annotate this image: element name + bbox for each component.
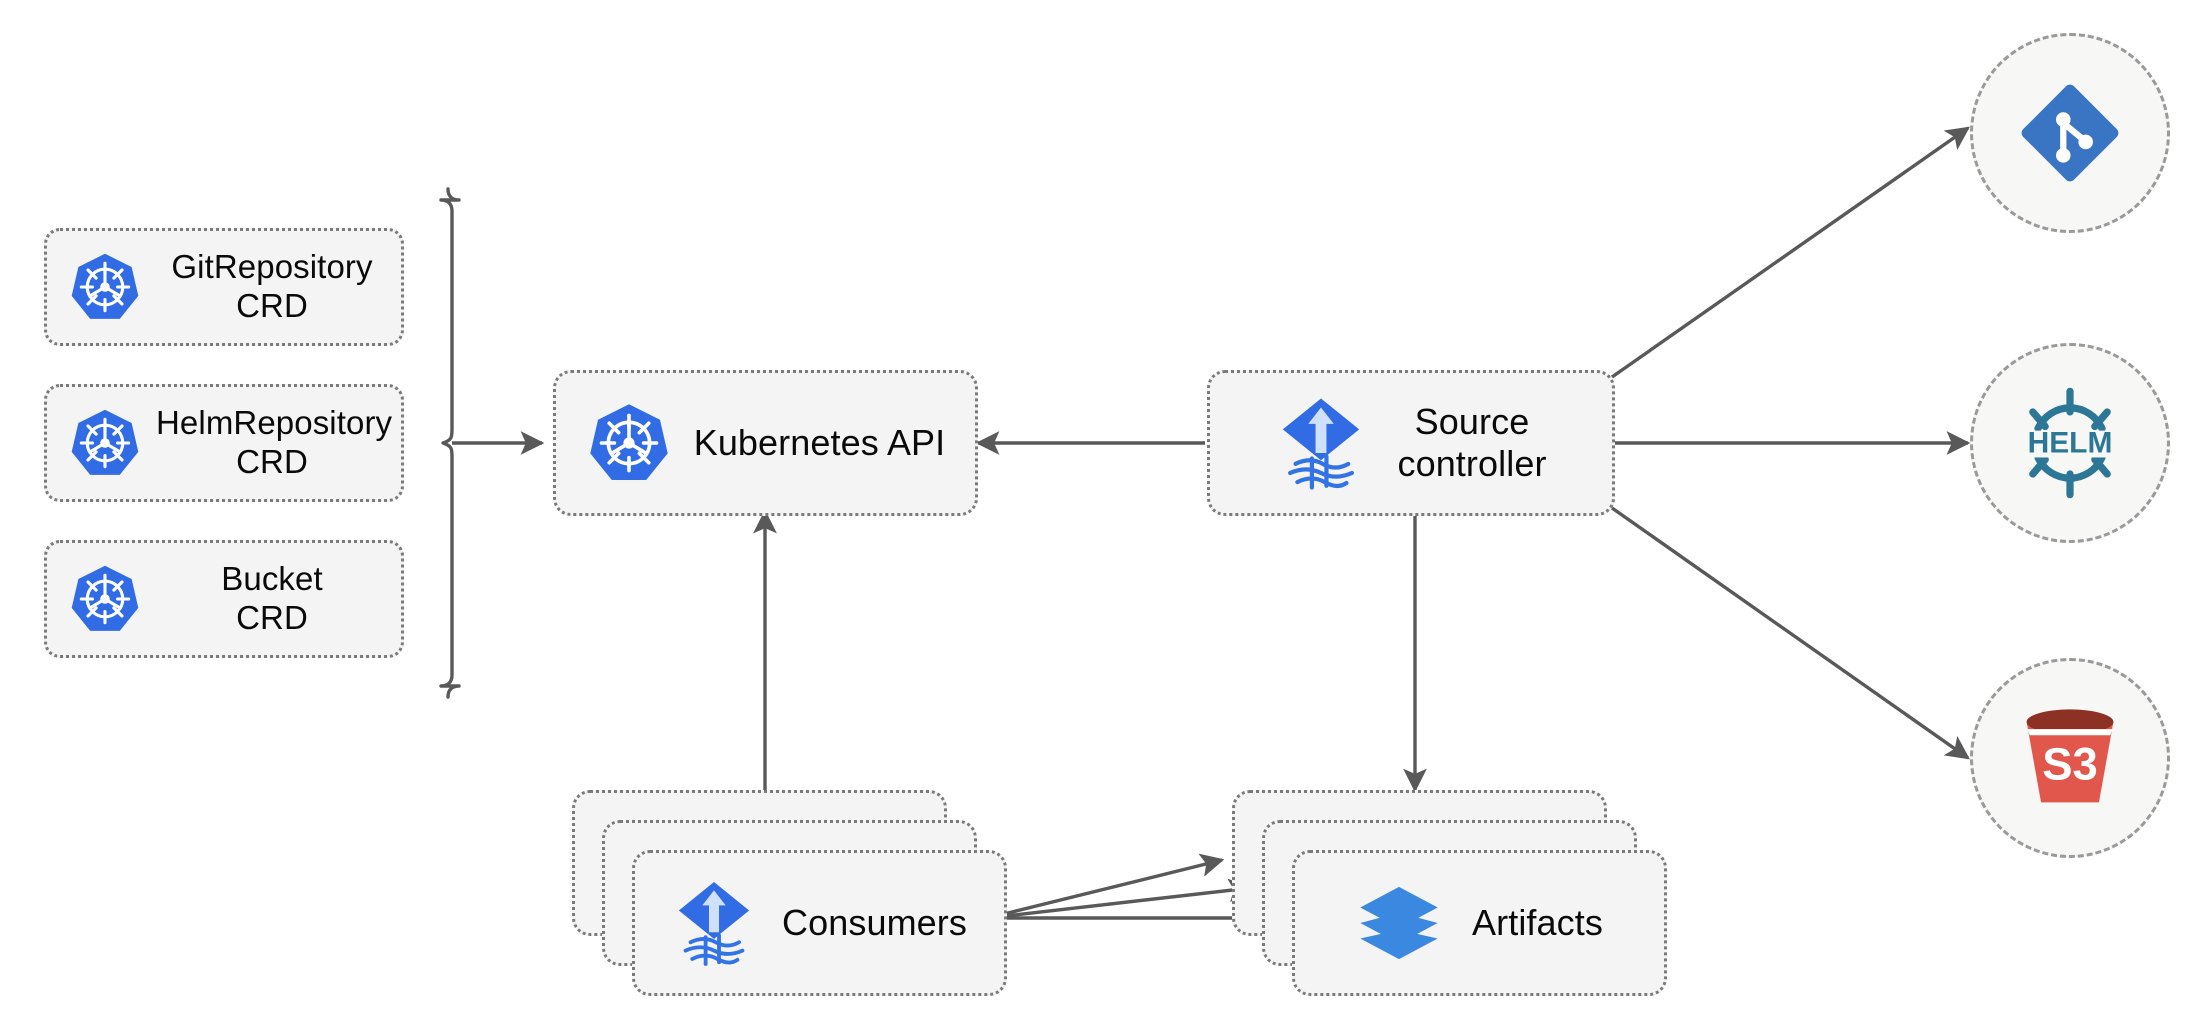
flux-icon [1275,393,1367,493]
helm-icon: HELM [2008,381,2132,505]
crd-label: Bucket CRD [221,560,323,636]
layers-icon [1356,880,1442,966]
crd-helmrepository[interactable]: HelmRepository CRD [44,384,404,502]
s3-wordmark: S3 [2042,739,2098,790]
git-icon [2014,77,2126,189]
flux-icon [672,877,756,969]
edge-consumers-to-artifacts-2 [987,878,1253,920]
edge-source-to-s3 [1611,506,1970,760]
kubernetes-icon [68,406,142,480]
node-label: Source controller [1397,400,1547,484]
s3-icon: S3 [2008,699,2132,817]
source-s3[interactable]: S3 [1970,658,2170,858]
edge-source-to-git [1611,126,1970,379]
node-kubernetes-api[interactable]: Kubernetes API [553,370,978,516]
crd-gitrepository[interactable]: GitRepository CRD [44,228,404,346]
node-source-controller[interactable]: Source controller [1207,370,1615,516]
node-consumers[interactable]: Consumers [632,850,1007,996]
node-label: Consumers [782,901,967,943]
node-label: Artifacts [1472,901,1603,943]
node-label: Kubernetes API [693,421,946,463]
kubernetes-icon [586,400,672,486]
crd-bucket[interactable]: Bucket CRD [44,540,404,658]
crd-label: HelmRepository CRD [156,404,393,480]
crd-label: GitRepository CRD [171,248,373,324]
node-artifacts[interactable]: Artifacts [1292,850,1667,996]
edge-consumers-to-artifacts-1 [987,853,1225,920]
kubernetes-icon [68,562,142,636]
kubernetes-icon [68,250,142,324]
crd-brace [439,187,545,699]
source-git[interactable] [1970,33,2170,233]
helm-wordmark: HELM [2028,426,2113,459]
source-helm[interactable]: HELM [1970,343,2170,543]
